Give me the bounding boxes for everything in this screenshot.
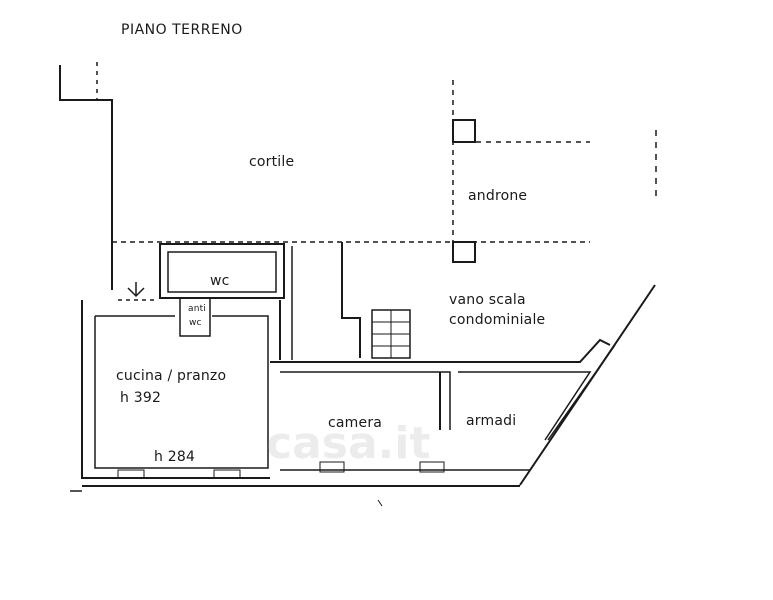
wall-corridor xyxy=(270,340,610,362)
room-label-anti-2: wc xyxy=(189,318,202,328)
room-label-cucina: cucina / pranzo xyxy=(116,368,227,384)
room-label-camera: camera xyxy=(328,415,383,431)
room-label-cortile: cortile xyxy=(249,154,295,170)
room-label-armadi: armadi xyxy=(466,413,517,429)
door-arrow-head xyxy=(128,288,144,296)
wall-corridor-inner xyxy=(280,372,450,430)
room-label-androne: androne xyxy=(468,188,528,204)
room-label-vano-scala-2: condominiale xyxy=(449,312,546,328)
room-label-wc: wc xyxy=(210,273,230,289)
window-2 xyxy=(214,470,240,478)
wc-inner xyxy=(168,252,276,292)
wall-armadi-right xyxy=(458,372,590,440)
room-label-anti-1: anti xyxy=(188,304,207,314)
wc-walls xyxy=(160,244,284,298)
wall-cucina-inner xyxy=(95,316,268,468)
pillar-top xyxy=(453,120,475,142)
room-height-cucina: h 392 xyxy=(120,390,162,406)
pillar-bottom xyxy=(453,242,475,262)
wall-diagonal-inner xyxy=(548,345,615,440)
wall-cucina-outer xyxy=(82,300,270,478)
watermark: casa.it xyxy=(266,418,431,469)
window-3 xyxy=(320,462,344,472)
stray-dash xyxy=(378,500,382,506)
anti-wc-box xyxy=(180,298,210,336)
window-4 xyxy=(420,462,444,472)
plan-title: PIANO TERRENO xyxy=(121,22,243,38)
room-height-bottom: h 284 xyxy=(154,449,196,465)
room-label-vano-scala-1: vano scala xyxy=(449,292,526,308)
window-1 xyxy=(118,470,144,478)
stair-outer xyxy=(342,242,360,358)
wall-outer-left-top xyxy=(60,65,112,290)
